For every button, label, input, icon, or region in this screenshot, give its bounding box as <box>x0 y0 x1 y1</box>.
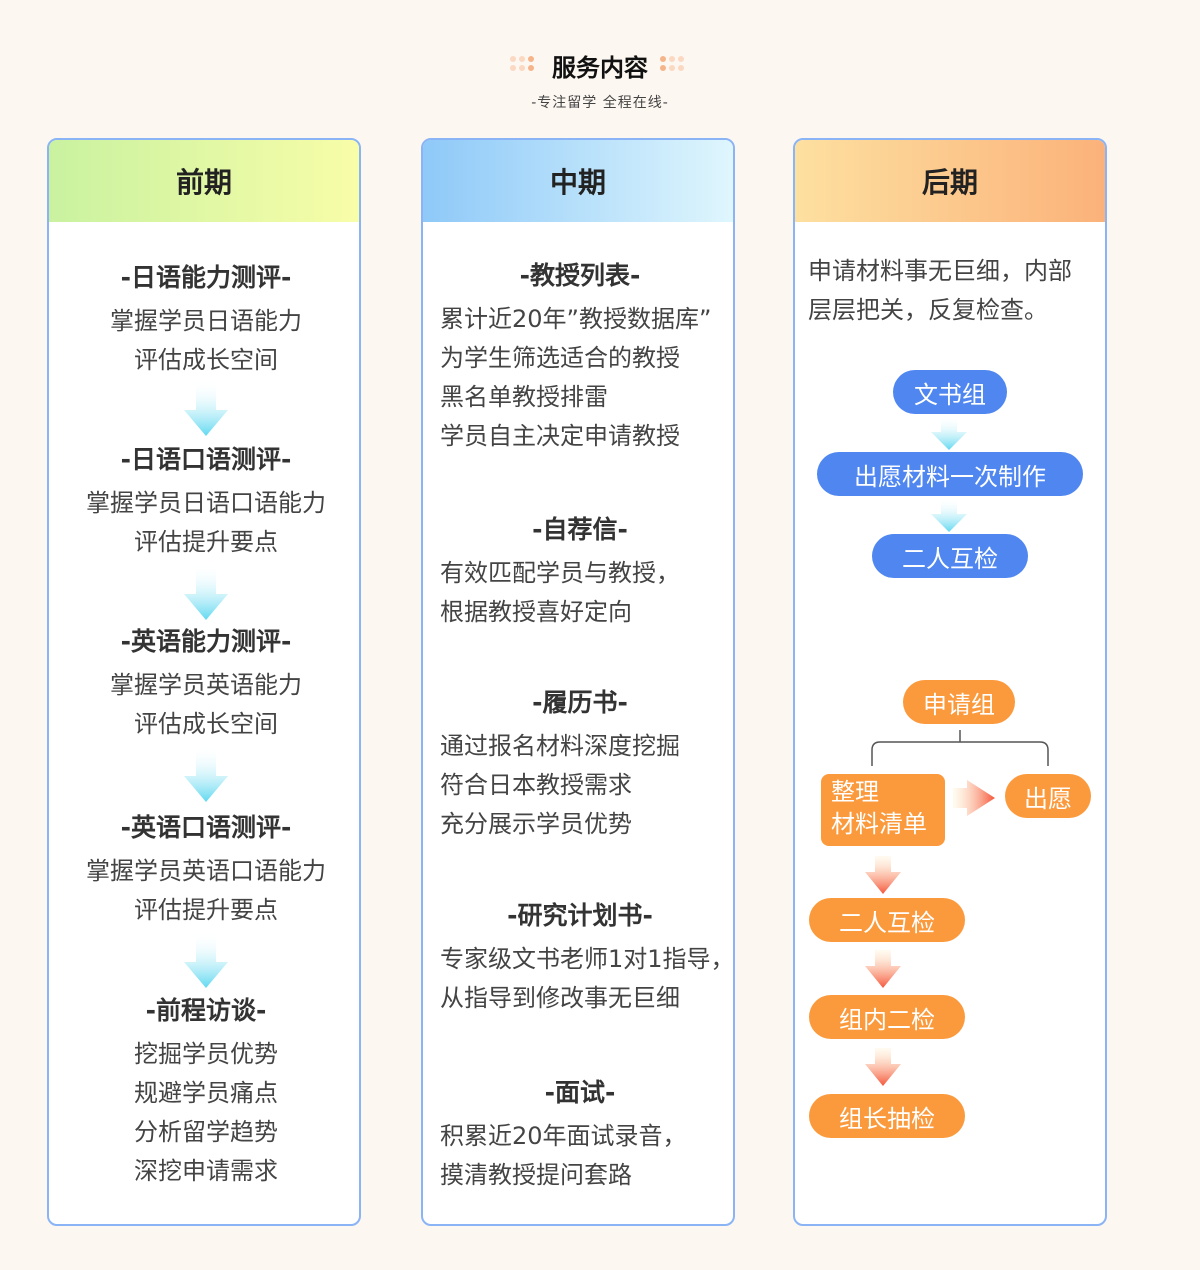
column-early: 前期 -日语能力测评- 掌握学员日语能力评估成长空间 -日语口语测评- 掌握学员… <box>47 138 361 1226</box>
text-line: 有效匹配学员与教授， <box>440 559 680 587</box>
submit-pill: 出愿 <box>1005 774 1091 818</box>
column-header: 中期 <box>423 140 733 222</box>
arrow-down-icon <box>184 564 228 620</box>
section-text: 掌握学员英语能力评估成长空间 <box>49 666 359 744</box>
arrow-down-icon <box>184 932 228 988</box>
section-title: -面试- <box>544 1078 616 1107</box>
section-title: -日语能力测评- <box>120 263 292 292</box>
leader-check-pill: 组长抽检 <box>809 1094 965 1138</box>
text-line: 评估成长空间 <box>134 710 278 738</box>
text-line: 掌握学员英语能力 <box>110 671 302 699</box>
section-title: -英语口语测评- <box>120 813 292 842</box>
text-line: 掌握学员日语能力 <box>110 307 302 335</box>
text-line: 专家级文书老师1对1指导， <box>440 945 735 973</box>
section-text: 掌握学员日语能力评估成长空间 <box>49 302 359 380</box>
text-line: 累计近20年”教授数据库” <box>440 305 712 333</box>
decor-dots-right <box>660 56 684 71</box>
text-line: 充分展示学员优势 <box>440 810 632 838</box>
text-line: 层层把关，反复检查。 <box>808 296 1048 324</box>
arrow-down-icon <box>184 746 228 802</box>
section-text: 通过报名材料深度挖掘符合日本教授需求充分展示学员优势 <box>440 727 680 844</box>
text-line: 材料清单 <box>831 810 927 838</box>
group-check-pill: 组内二检 <box>809 995 965 1039</box>
section-title: -前程访谈- <box>145 996 267 1025</box>
organize-materials-box: 整理材料清单 <box>821 774 945 846</box>
text-line: 根据教授喜好定向 <box>440 598 632 626</box>
text-line: 掌握学员日语口语能力 <box>86 489 326 517</box>
text-line: 摸清教授提问套路 <box>440 1161 632 1189</box>
text-line: 评估提升要点 <box>134 896 278 924</box>
section-title: -日语口语测评- <box>120 445 292 474</box>
section-text: 专家级文书老师1对1指导， 从指导到修改事无巨细 <box>440 940 735 1018</box>
text-line: 整理 <box>831 778 879 806</box>
column-header: 前期 <box>49 140 359 222</box>
section-title: -履历书- <box>532 688 628 717</box>
branch-connector <box>871 730 1049 766</box>
page-title: 服务内容 <box>552 54 648 82</box>
application-group-pill: 申请组 <box>903 680 1015 724</box>
column-middle: 中期 -教授列表- 累计近20年”教授数据库” 为学生筛选适合的教授黑名单教授排雷… <box>421 138 735 1226</box>
section-title: -自荐信- <box>532 515 628 544</box>
text-line: 分析留学趋势 <box>134 1118 278 1146</box>
text-line: 申请材料事无巨细，内部 <box>808 257 1072 285</box>
text-line: 深挖申请需求 <box>134 1157 278 1185</box>
arrow-down-icon <box>865 856 901 894</box>
section-title: -英语能力测评- <box>120 627 292 656</box>
peer-check-pill: 二人互检 <box>872 534 1028 578</box>
section-text: 有效匹配学员与教授， 根据教授喜好定向 <box>440 554 680 632</box>
section-title: -教授列表- <box>519 261 641 290</box>
section-text: 掌握学员日语口语能力评估提升要点 <box>49 484 359 562</box>
text-line: 挖掘学员优势 <box>134 1040 278 1068</box>
column-late: 后期 申请材料事无巨细，内部层层把关，反复检查。 文书组 出愿材料一次制作 二人… <box>793 138 1107 1226</box>
text-line: 积累近20年面试录音， <box>440 1122 687 1150</box>
arrow-down-icon <box>931 498 967 532</box>
arrow-down-icon <box>865 1048 901 1086</box>
text-line: 掌握学员英语口语能力 <box>86 857 326 885</box>
section-text: 挖掘学员优势规避学员痛点分析留学趋势深挖申请需求 <box>49 1035 359 1191</box>
wenshu-group-pill: 文书组 <box>893 370 1007 414</box>
page-subtitle: -专注留学 全程在线- <box>531 95 669 111</box>
column-header: 后期 <box>795 140 1105 222</box>
section-title: -研究计划书- <box>507 901 653 930</box>
arrow-down-icon <box>184 380 228 436</box>
text-line: 黑名单教授排雷 <box>440 383 608 411</box>
draft-materials-pill: 出愿材料一次制作 <box>817 452 1083 496</box>
text-line: 符合日本教授需求 <box>440 771 632 799</box>
arrow-down-icon <box>931 416 967 450</box>
text-line: 为学生筛选适合的教授 <box>440 344 680 372</box>
text-line: 评估提升要点 <box>134 528 278 556</box>
text-line: 学员自主决定申请教授 <box>440 422 680 450</box>
section-text: 掌握学员英语口语能力评估提升要点 <box>49 852 359 930</box>
text-line: 从指导到修改事无巨细 <box>440 984 680 1012</box>
arrow-right-icon <box>953 780 995 816</box>
peer-check-pill: 二人互检 <box>809 898 965 942</box>
arrow-down-icon <box>865 950 901 988</box>
text-line: 评估成长空间 <box>134 346 278 374</box>
intro-text: 申请材料事无巨细，内部层层把关，反复检查。 <box>808 252 1072 330</box>
text-line: 规避学员痛点 <box>134 1079 278 1107</box>
text-line: 通过报名材料深度挖掘 <box>440 732 680 760</box>
section-text: 积累近20年面试录音， 摸清教授提问套路 <box>440 1117 687 1195</box>
decor-dots-left <box>510 56 534 71</box>
section-text: 累计近20年”教授数据库” 为学生筛选适合的教授黑名单教授排雷学员自主决定申请教授 <box>440 300 711 456</box>
